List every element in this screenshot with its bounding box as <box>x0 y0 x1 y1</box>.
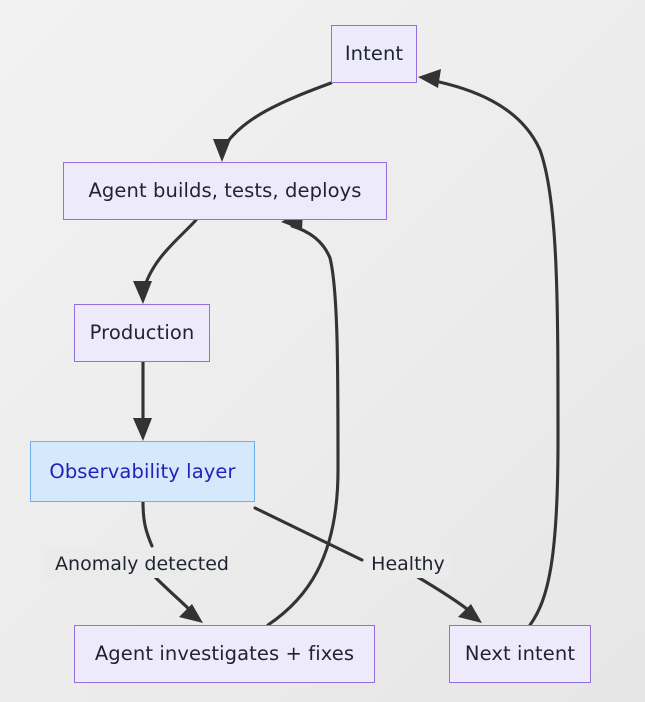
edge-observability-to-next-intent <box>253 506 482 623</box>
node-observability-layer-label: Observability layer <box>49 459 236 483</box>
node-agent-investigates-label: Agent investigates + fixes <box>94 642 355 666</box>
edge-production-to-observability <box>133 360 152 441</box>
edge-path-observability-investigates-b <box>153 575 195 615</box>
node-observability-layer[interactable]: Observability layer <box>30 441 255 502</box>
node-agent-builds[interactable]: Agent builds, tests, deploys <box>63 162 387 220</box>
arrowhead-icon <box>133 418 152 441</box>
arrowhead-icon <box>458 604 482 623</box>
node-agent-builds-label: Agent builds, tests, deploys <box>88 179 362 203</box>
edge-observability-to-investigates <box>141 500 203 623</box>
edge-path-observability-next-intent-b <box>414 574 474 615</box>
edge-label-anomaly-detected-text: Anomaly detected <box>55 553 229 575</box>
arrowhead-icon <box>213 139 231 162</box>
node-production-label: Production <box>89 321 195 345</box>
arrowhead-icon <box>418 69 441 88</box>
edge-path-observability-next-intent-a <box>253 506 364 562</box>
edge-investigates-to-agent-builds <box>266 210 340 627</box>
edge-label-healthy: Healthy <box>365 550 451 578</box>
edge-path-intent-agent-builds <box>220 81 333 152</box>
edge-next-intent-to-intent <box>418 69 560 627</box>
node-next-intent-label: Next intent <box>464 642 576 666</box>
node-intent-label: Intent <box>344 42 404 66</box>
arrowhead-icon <box>179 604 203 623</box>
edge-path-observability-investigates-a <box>141 500 154 548</box>
edge-label-anomaly-detected: Anomaly detected <box>43 550 241 578</box>
node-intent[interactable]: Intent <box>331 25 417 83</box>
edge-path-next-intent-intent <box>428 78 560 627</box>
edge-label-healthy-text: Healthy <box>371 553 445 575</box>
node-production[interactable]: Production <box>74 304 210 362</box>
node-agent-investigates[interactable]: Agent investigates + fixes <box>74 625 375 683</box>
edge-path-investigates-agent-builds <box>266 224 340 627</box>
node-next-intent[interactable]: Next intent <box>449 625 591 683</box>
edge-intent-to-agent-builds <box>213 81 333 162</box>
arrowhead-icon <box>133 281 152 304</box>
edge-agent-builds-to-production <box>133 218 198 304</box>
